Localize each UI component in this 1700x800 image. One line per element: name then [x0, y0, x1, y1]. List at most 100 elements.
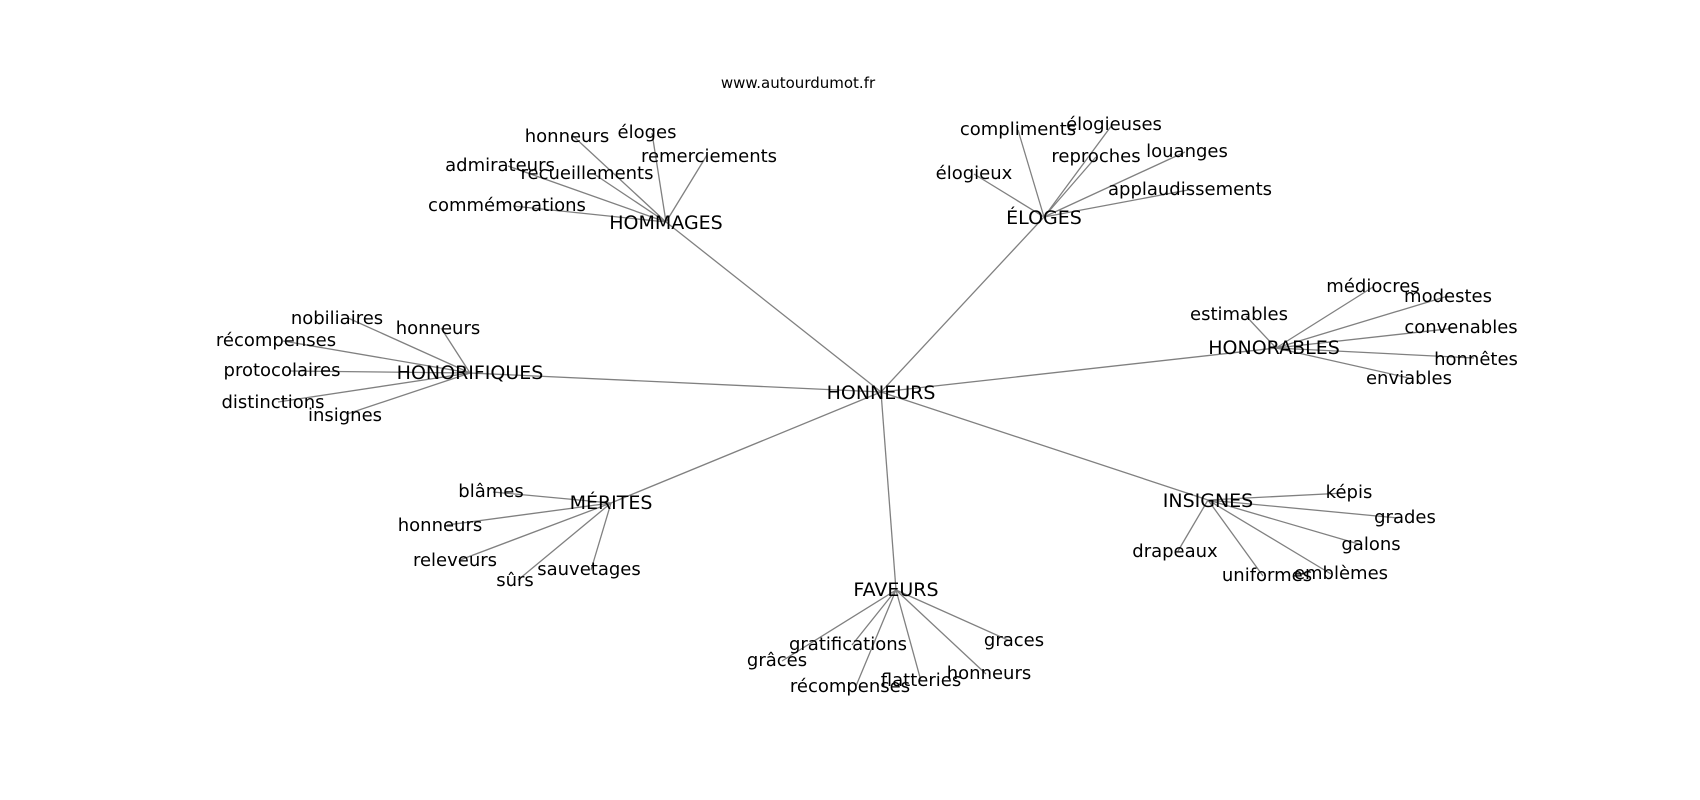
edge-line: [1177, 499, 1209, 552]
word-node[interactable]: graces: [984, 630, 1044, 651]
word-node[interactable]: honneurs: [396, 318, 481, 339]
edge-line: [1207, 499, 1363, 546]
edge-line: [282, 340, 471, 374]
word-node[interactable]: éloges: [618, 122, 677, 143]
edge-line: [1207, 499, 1332, 575]
word-node[interactable]: reproches: [1051, 146, 1140, 167]
group-honorables: HONORABLES médiocres modestes estimables…: [1190, 276, 1518, 389]
word-node[interactable]: commémorations: [428, 195, 586, 216]
word-node[interactable]: sûrs: [496, 570, 534, 591]
word-node[interactable]: admirateurs: [445, 155, 555, 176]
group-node[interactable]: HOMMAGES: [609, 212, 722, 234]
group-node[interactable]: ÉLOGES: [1006, 206, 1082, 229]
word-node[interactable]: nobiliaires: [291, 308, 383, 329]
word-node[interactable]: compliments: [960, 119, 1076, 140]
word-node[interactable]: récompenses: [790, 676, 910, 697]
edge-line: [346, 372, 471, 415]
edge-line: [895, 589, 987, 675]
edge-line: [347, 317, 471, 374]
edge-line: [895, 589, 922, 682]
edge-line: [1207, 499, 1264, 577]
word-node[interactable]: honneurs: [525, 126, 610, 147]
edge-line: [1043, 189, 1189, 218]
word-node[interactable]: applaudissements: [1108, 179, 1272, 200]
group-merites: MÉRITES blâmes honneurs releveurs sauvet…: [398, 481, 653, 591]
edge-line: [1043, 124, 1113, 218]
edge-line: [1275, 347, 1410, 379]
word-node[interactable]: remerciements: [641, 146, 777, 167]
edge-line: [459, 502, 612, 561]
edge-line: [288, 370, 471, 374]
word-node[interactable]: grades: [1374, 507, 1436, 528]
edge-line: [517, 502, 612, 581]
word-node[interactable]: modestes: [1404, 286, 1492, 307]
word-node[interactable]: képis: [1326, 482, 1373, 503]
group-node[interactable]: FAVEURS: [853, 579, 938, 601]
word-node[interactable]: recueillements: [521, 163, 654, 184]
group-insignes: INSIGNES képis grades galons drapeaux em…: [1132, 482, 1436, 586]
group-eloges: ÉLOGES compliments élogieuses reproches …: [936, 114, 1272, 229]
edge-line: [1245, 315, 1277, 349]
word-node[interactable]: enviables: [1366, 368, 1452, 389]
word-node[interactable]: médiocres: [1326, 276, 1419, 297]
group-node[interactable]: HONORIFIQUES: [397, 362, 544, 384]
word-node[interactable]: gratifications: [789, 634, 907, 655]
word-node[interactable]: convenables: [1404, 317, 1517, 338]
word-node[interactable]: honneurs: [947, 663, 1032, 684]
edge-line: [1207, 492, 1346, 501]
edge-line: [895, 589, 1011, 642]
edge-line: [665, 154, 708, 223]
edge-line: [507, 165, 667, 223]
word-node[interactable]: sauvetages: [537, 559, 641, 580]
edge-line: [665, 221, 882, 393]
word-node[interactable]: galons: [1341, 534, 1400, 555]
edge-line: [1043, 156, 1097, 218]
root-node[interactable]: HONNEURS: [827, 382, 936, 404]
edge-line: [973, 173, 1045, 218]
group-faveurs: FAVEURS graces gratifications grâces hon…: [747, 579, 1044, 697]
word-node[interactable]: distinctions: [221, 392, 324, 413]
edges-layer: [277, 124, 1475, 687]
word-node[interactable]: drapeaux: [1132, 541, 1218, 562]
group-node[interactable]: INSIGNES: [1163, 490, 1253, 512]
edge-line: [512, 205, 667, 223]
word-node[interactable]: honneurs: [398, 515, 483, 536]
group-honorifiques: HONORIFIQUES nobiliaires honneurs récomp…: [216, 308, 543, 426]
edge-line: [1017, 129, 1045, 218]
word-node[interactable]: honnêtes: [1434, 349, 1518, 370]
edge-line: [571, 134, 667, 223]
edge-line: [277, 372, 471, 403]
edge-line: [1207, 499, 1399, 519]
edge-line: [446, 502, 612, 526]
word-node[interactable]: louanges: [1146, 141, 1228, 162]
word-node[interactable]: uniformes: [1222, 565, 1312, 586]
word-node[interactable]: emblèmes: [1294, 563, 1388, 584]
edge-line: [492, 491, 612, 504]
edge-line: [610, 391, 882, 504]
edge-line: [1275, 347, 1475, 359]
word-node[interactable]: estimables: [1190, 304, 1288, 325]
edge-line: [590, 502, 612, 571]
edge-line: [855, 589, 897, 687]
edge-line: [781, 589, 897, 662]
word-node[interactable]: élogieuses: [1066, 114, 1162, 135]
word-node[interactable]: élogieux: [936, 163, 1013, 184]
site-url[interactable]: www.autourdumot.fr: [721, 74, 876, 92]
word-node[interactable]: flatteries: [881, 670, 961, 691]
group-node[interactable]: HONORABLES: [1208, 337, 1340, 359]
word-node[interactable]: récompenses: [216, 330, 336, 351]
edge-line: [440, 327, 471, 374]
edge-line: [469, 372, 882, 393]
word-node[interactable]: grâces: [747, 650, 807, 671]
group-node[interactable]: MÉRITES: [570, 491, 653, 514]
edge-line: [880, 391, 897, 591]
word-node[interactable]: protocolaires: [224, 360, 341, 381]
edge-line: [851, 589, 897, 646]
word-node[interactable]: releveurs: [413, 550, 497, 571]
edge-line: [1275, 327, 1457, 349]
word-node[interactable]: blâmes: [458, 481, 523, 502]
edge-line: [880, 391, 1209, 501]
word-node[interactable]: insignes: [308, 405, 382, 426]
edge-line: [1275, 286, 1374, 349]
